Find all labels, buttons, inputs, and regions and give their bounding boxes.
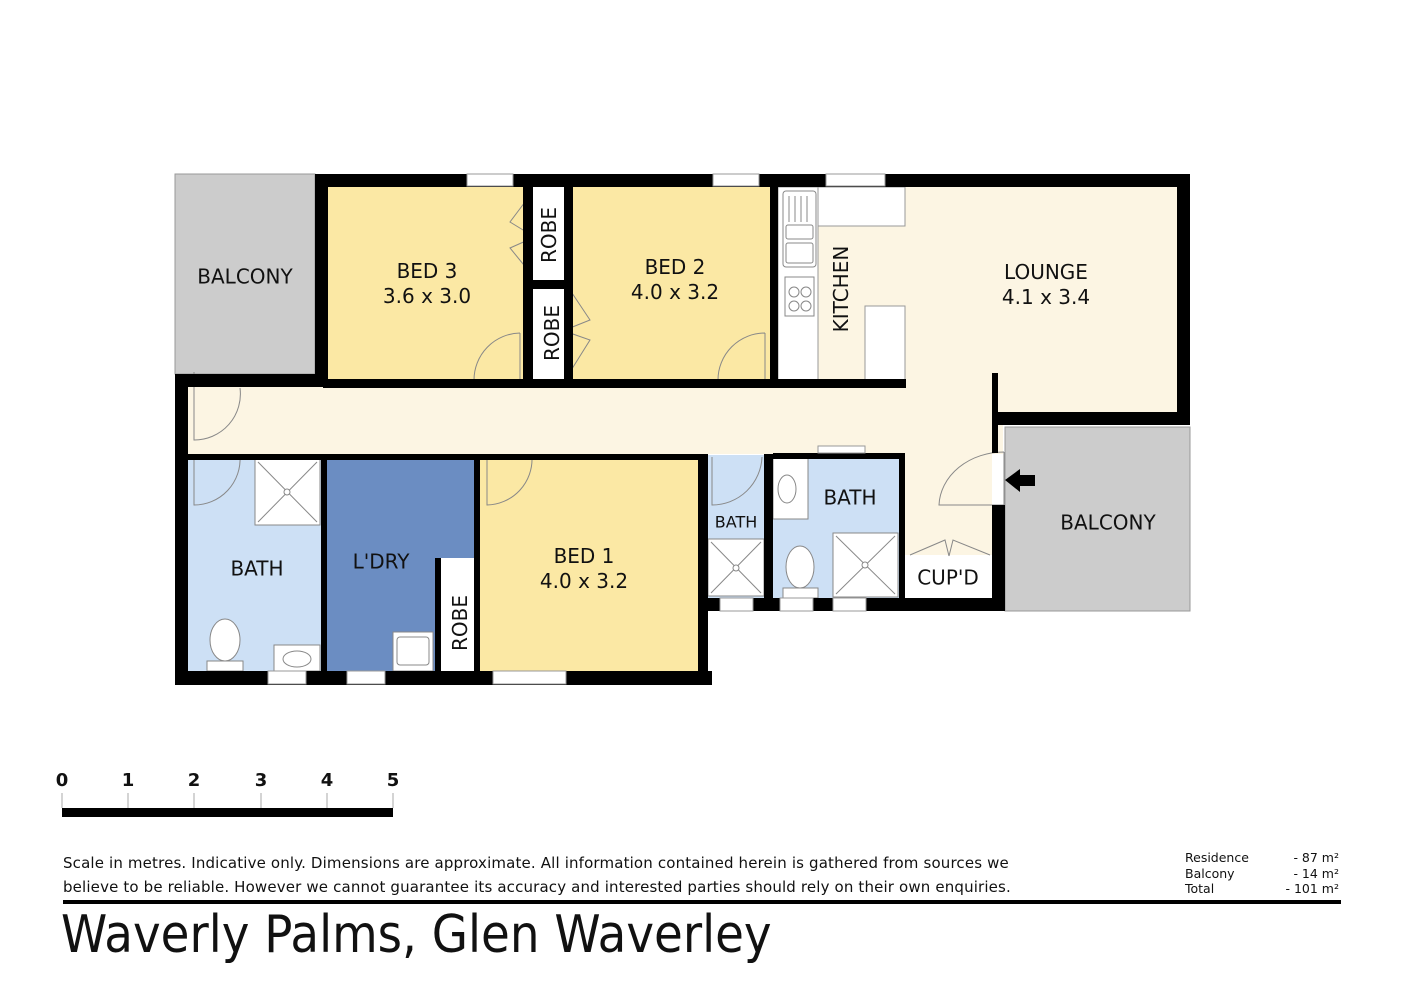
room-dims: 3.6 x 3.0 [382, 284, 472, 308]
bed-1-area [480, 460, 698, 671]
scale-tick-label: 0 [55, 770, 69, 791]
room-label-robe-bed2: ROBE [540, 305, 564, 361]
area-label: Residence [1185, 850, 1249, 865]
kitchen-bench-top [817, 186, 906, 227]
cupboard-area [905, 557, 992, 598]
room-label-laundry: L'DRY [352, 549, 410, 574]
entry-area [905, 410, 992, 555]
room-name: BALCONY [197, 264, 293, 289]
room-label-balcony-east: BALCONY [1060, 510, 1156, 535]
room-name: BED 1 [553, 544, 615, 568]
area-value: - 101 m² [1285, 881, 1339, 896]
room-name: BED 3 [396, 259, 458, 283]
scale-tick-label: 1 [121, 770, 135, 791]
area-summary: Residence - 87 m² Balcony - 14 m² Total - 1… [1185, 850, 1339, 897]
door-swing-icon [193, 197, 1005, 557]
disclaimer-line: Scale in metres. Indicative only. Dimens… [63, 854, 1009, 872]
area-value: - 14 m² [1293, 865, 1339, 881]
robe-bed3-area [530, 189, 564, 280]
room-label-robe-bed1: ROBE [448, 595, 472, 651]
bed-2-area [573, 187, 770, 380]
kitchen-island [864, 305, 906, 381]
room-label-balcony-west: BALCONY [197, 265, 292, 290]
laundry-tub-icon [392, 631, 434, 672]
scale-tick-label: 5 [386, 770, 400, 791]
room-dims: 4.1 x 3.4 [1001, 285, 1091, 309]
area-row-total: Total - 101 m² [1185, 881, 1339, 897]
area-row-residence: Residence - 87 m² [1185, 850, 1339, 866]
robe-bed2-area [534, 289, 568, 379]
walls [175, 174, 1190, 685]
shower-icon [707, 538, 765, 597]
page-title: Waverly Palms, Glen Waverley [61, 905, 772, 965]
title-divider [63, 900, 1341, 904]
room-label-robe-bed3: ROBE [537, 207, 561, 263]
area-label: Balcony [1185, 865, 1235, 881]
room-label-kitchen: KITCHEN [829, 245, 853, 333]
shower-icon [832, 532, 899, 598]
room-label-bath-main: BATH [230, 556, 284, 581]
area-row-balcony: Balcony - 14 m² [1185, 866, 1339, 882]
scale-tick-label: 4 [320, 770, 334, 791]
scale-tick-label: 3 [254, 770, 268, 791]
scale-tick-label: 2 [187, 770, 201, 791]
room-name: LOUNGE [1004, 260, 1088, 284]
scale-bar [61, 793, 394, 817]
area-label: Total [1185, 881, 1215, 896]
balcony-west-area [174, 173, 316, 375]
room-dims: 4.0 x 3.2 [630, 280, 720, 304]
toilet-icon [782, 545, 819, 599]
laundry-area [327, 454, 475, 671]
room-label-bath-second: BATH [823, 485, 877, 510]
basin-icon [772, 456, 809, 520]
toilet-icon [206, 618, 244, 672]
room-dims: 4.0 x 3.2 [539, 569, 629, 593]
balcony-east-area [1004, 426, 1191, 612]
arrow-left-icon [1005, 469, 1035, 492]
cooktop-icon [784, 276, 815, 317]
basin-icon [273, 644, 321, 672]
kitchen-bench-left [777, 186, 819, 381]
disclaimer-line: believe to be reliable. However we canno… [63, 878, 1011, 896]
sink-icon [782, 190, 817, 268]
room-name: BED 2 [644, 255, 706, 279]
disclaimer: Scale in metres. Indicative only. Dimens… [63, 851, 1123, 899]
bed-3-area [328, 187, 523, 380]
shower-icon [254, 458, 321, 526]
room-label-cupboard: CUP'D [917, 565, 979, 590]
area-value: - 87 m² [1293, 850, 1339, 865]
room-label-ensuite-shower: BATH [714, 512, 758, 532]
windows [267, 173, 886, 685]
robe-bed1-area [441, 565, 479, 670]
